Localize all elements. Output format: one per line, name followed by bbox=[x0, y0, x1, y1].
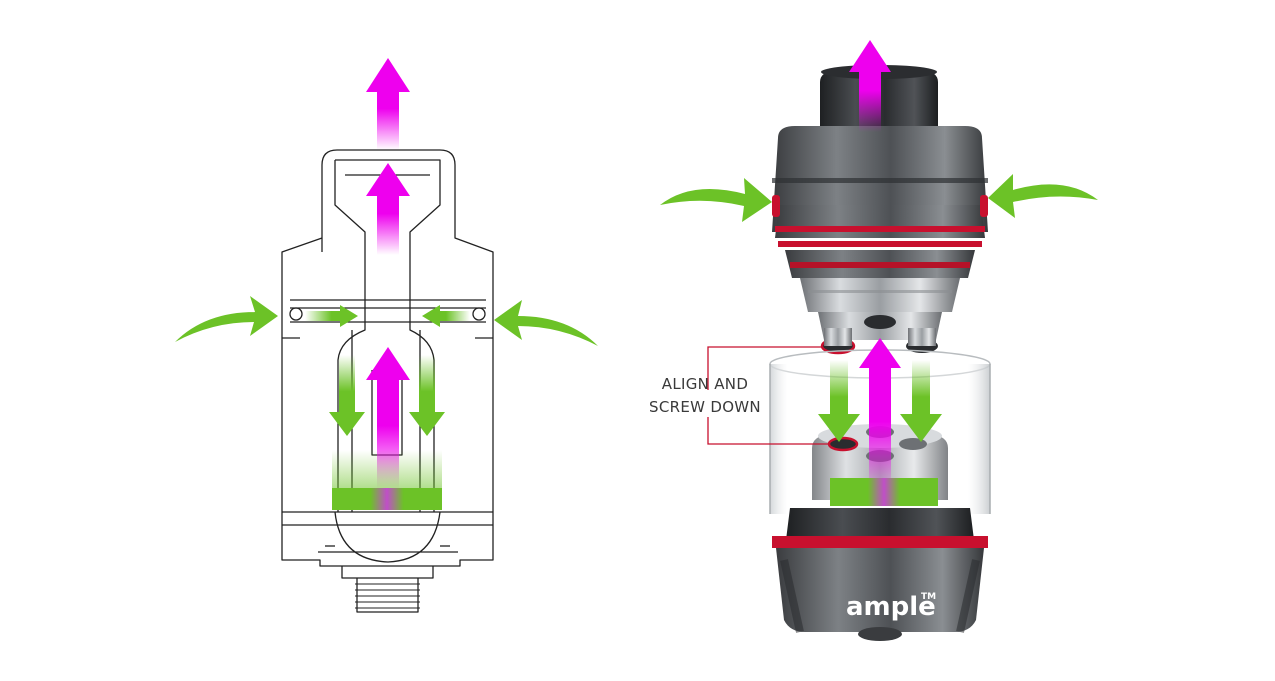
tank-product-render bbox=[769, 65, 991, 641]
align-callout-label: ALIGN AND SCREW DOWN bbox=[630, 373, 780, 419]
vapor-arrow-icon bbox=[849, 40, 901, 490]
airflow-arrow-icon bbox=[660, 174, 1098, 506]
brand-trademark: TM bbox=[921, 592, 936, 602]
callout-lines bbox=[707, 346, 829, 445]
brand-logo: ample bbox=[846, 592, 936, 622]
airflow-arrow-icon bbox=[175, 296, 598, 510]
callout-line-2: SCREW DOWN bbox=[649, 398, 761, 416]
callout-line-1: ALIGN AND bbox=[661, 375, 749, 393]
